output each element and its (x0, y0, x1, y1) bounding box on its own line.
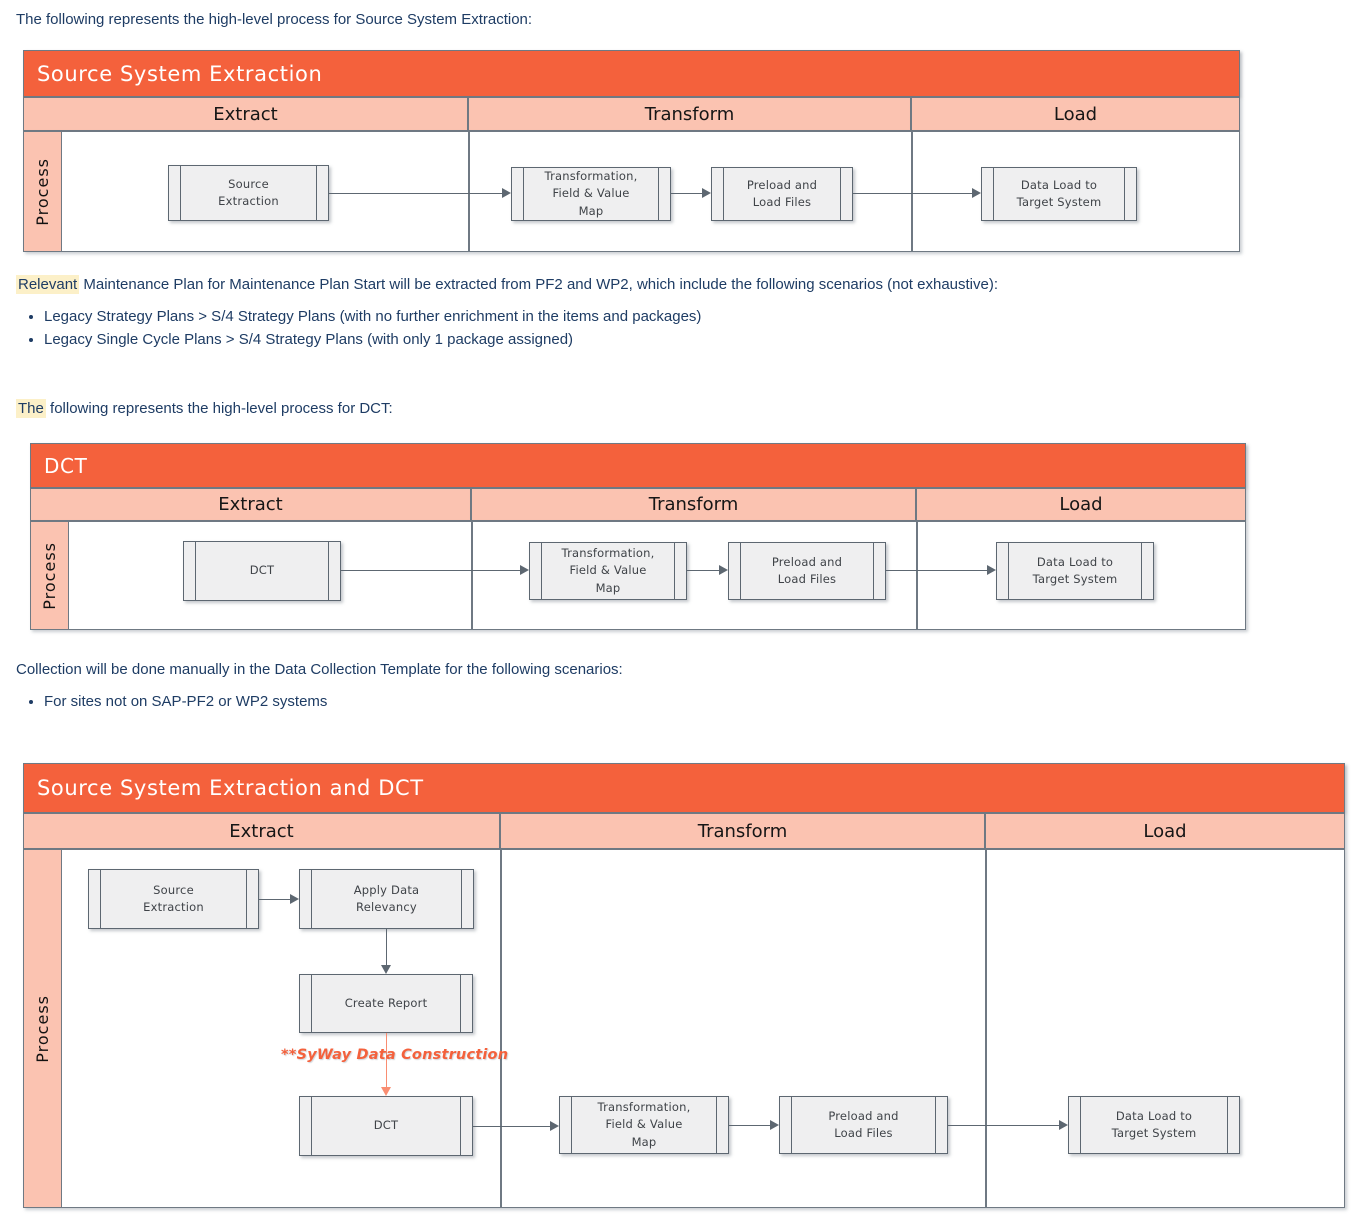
process-box-dct: DCT (183, 541, 341, 601)
paragraph-collection: Collection will be done manually in the … (16, 661, 623, 678)
column-header-transform: Transform (471, 488, 916, 521)
process-box-source-extraction: Source Extraction (168, 165, 329, 221)
process-box-transformation-map: Transformation, Field & Value Map (529, 542, 687, 600)
intro-paragraph-source-extraction: The following represents the high-level … (16, 11, 533, 28)
diagram-source-system-extraction[interactable]: Source System Extraction Extract Transfo… (23, 50, 1240, 252)
flow-arrow (671, 188, 711, 199)
flow-arrow-down-syway (381, 1033, 392, 1096)
flow-arrow (687, 565, 728, 576)
column-header-load: Load (911, 97, 1240, 131)
list-item: For sites not on SAP-PF2 or WP2 systems (44, 694, 327, 710)
flow-arrow (729, 1120, 779, 1131)
column-divider (916, 522, 918, 629)
column-header-load: Load (916, 488, 1246, 521)
flow-arrow (329, 188, 511, 199)
column-divider (500, 850, 502, 1207)
column-divider (468, 132, 470, 251)
column-divider (985, 850, 987, 1207)
diagram-source-extraction-and-dct[interactable]: Source System Extraction and DCT Extract… (23, 763, 1345, 1208)
process-box-transformation-map: Transformation, Field & Value Map (559, 1096, 729, 1154)
highlighted-text: Relevant (16, 275, 80, 294)
collection-bullet-list: For sites not on SAP-PF2 or WP2 systems (16, 694, 327, 717)
lane-label-process: Process (24, 132, 62, 251)
flow-arrow (853, 188, 981, 199)
process-box-data-load-target: Data Load to Target System (981, 167, 1137, 221)
process-lane: Process DCT Transformation, Field & Valu… (30, 521, 1246, 630)
column-divider (911, 132, 913, 251)
process-box-transformation-map: Transformation, Field & Value Map (511, 167, 671, 221)
process-box-dct: DCT (299, 1096, 473, 1156)
diagram-title: Source System Extraction and DCT (23, 763, 1345, 813)
flow-arrow (341, 565, 529, 576)
paragraph-relevant-maintenance: Relevant Maintenance Plan for Maintenanc… (16, 275, 999, 294)
column-header-extract: Extract (23, 813, 500, 849)
flow-arrow (473, 1121, 559, 1132)
process-box-data-load-target: Data Load to Target System (996, 542, 1154, 600)
scenario-bullet-list: Legacy Strategy Plans > S/4 Strategy Pla… (16, 309, 701, 355)
flow-arrow (259, 894, 299, 905)
list-item: Legacy Strategy Plans > S/4 Strategy Pla… (44, 309, 701, 325)
column-header-load: Load (985, 813, 1345, 849)
diagram-title: DCT (30, 443, 1246, 488)
highlighted-text: The (16, 399, 46, 418)
flow-arrow-down (381, 929, 392, 974)
column-header-extract: Extract (30, 488, 471, 521)
diagram-title: Source System Extraction (23, 50, 1240, 97)
process-box-preload-load-files: Preload and Load Files (728, 542, 886, 600)
process-lane: Process Source Extraction Apply Data Rel… (23, 849, 1345, 1208)
lane-label-process: Process (31, 522, 69, 629)
intro-paragraph-dct: The following represents the high-level … (16, 399, 393, 418)
process-box-create-report: Create Report (299, 974, 473, 1033)
process-lane: Process Source Extraction Transformation… (23, 131, 1240, 252)
diagram-dct[interactable]: DCT Extract Transform Load Process DCT T… (30, 443, 1246, 630)
process-box-preload-load-files: Preload and Load Files (711, 167, 853, 221)
column-divider (471, 522, 473, 629)
column-header-transform: Transform (500, 813, 985, 849)
process-box-data-load-target: Data Load to Target System (1068, 1096, 1240, 1154)
process-box-source-extraction: Source Extraction (88, 869, 259, 929)
column-header-transform: Transform (468, 97, 911, 131)
list-item: Legacy Single Cycle Plans > S/4 Strategy… (44, 332, 701, 348)
flow-arrow (886, 565, 996, 576)
lane-label-process: Process (24, 850, 62, 1207)
syway-annotation: **SyWay Data Construction (281, 1047, 509, 1063)
column-header-extract: Extract (23, 97, 468, 131)
process-box-apply-data-relevancy: Apply Data Relevancy (299, 869, 474, 929)
flow-arrow (948, 1120, 1068, 1131)
process-box-preload-load-files: Preload and Load Files (779, 1096, 948, 1154)
